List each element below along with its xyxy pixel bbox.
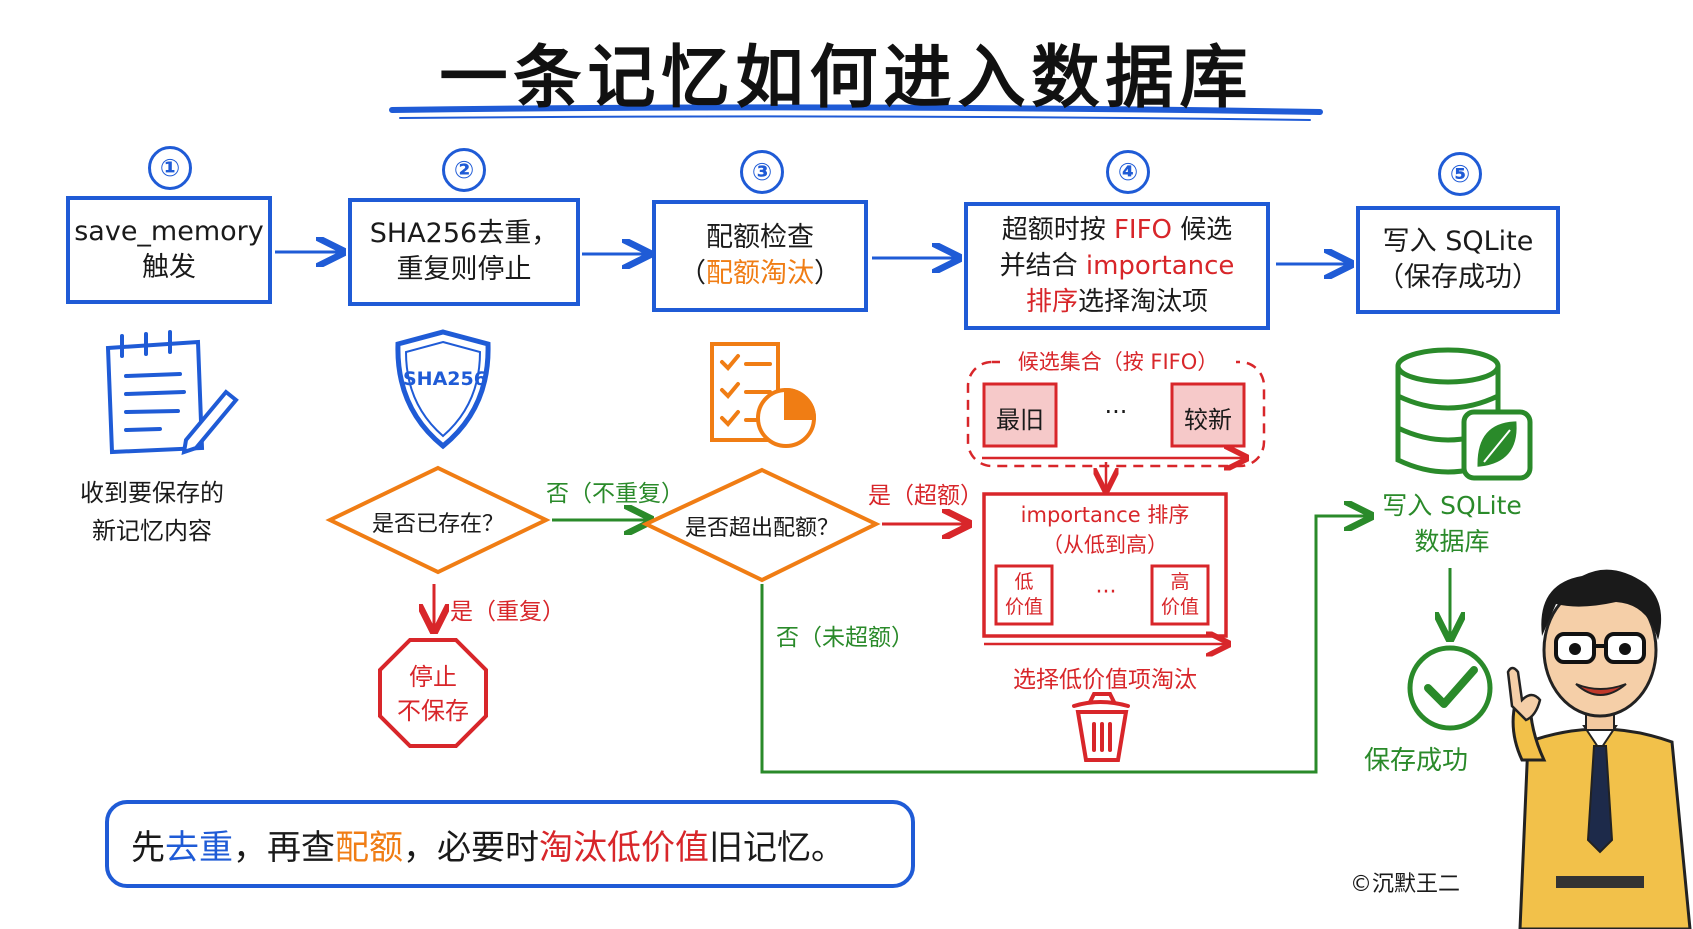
evict-label: 选择低价值项淘汰 <box>1013 667 1197 693</box>
step-4-importance: importance <box>1085 251 1235 281</box>
step-2-line2: 重复则停止 <box>396 254 532 285</box>
step-number-1: ① <box>148 146 192 190</box>
decision-quota-diamond <box>641 467 881 583</box>
step-4-fifo: FIFO <box>1113 215 1173 245</box>
low-value-box <box>994 564 1054 626</box>
db-caption: 写入 SQLite 数据库 <box>1374 488 1530 560</box>
ranking-title-line2: （从低到高） <box>1042 533 1168 557</box>
stop-sign-text: 停止 不保存 <box>380 660 486 728</box>
decision-exists-diamond <box>325 465 551 575</box>
step-4-sort: 排序 <box>1025 287 1078 317</box>
summary-dedupe: 去重 <box>165 827 233 868</box>
step-4-line2-prefix: 并结合 <box>999 251 1086 281</box>
trash-icon <box>1072 692 1130 762</box>
receive-caption-line1: 收到要保存的 <box>80 479 224 507</box>
label-duplicate: 是（重复） <box>450 599 565 625</box>
document-pen-icon <box>105 330 239 455</box>
ranking-title-line1: importance 排序 <box>1020 503 1190 527</box>
arrow-under-quota <box>760 516 1368 774</box>
step-3-paren-close: ） <box>814 258 841 289</box>
checklist-pie-icon <box>710 342 817 448</box>
low-value-label: 低 价值 <box>996 570 1052 620</box>
candidate-newest-label: 较新 <box>1184 406 1232 434</box>
step-box-eviction: 超额时按 FIFO 候选 并结合 importance 排序选择淘汰项 <box>964 202 1270 330</box>
shield-icon <box>395 329 491 450</box>
low-value-line1: 低 <box>1014 571 1034 593</box>
step-box-quota-check: 配额检查 （配额淘汰） <box>652 200 868 312</box>
step-number-3: ③ <box>740 150 784 194</box>
success-label: 保存成功 <box>1364 746 1469 776</box>
person-illustration <box>1506 569 1692 929</box>
step-5-line1: 写入 SQLite <box>1382 226 1534 257</box>
step-5-line2: （保存成功） <box>1377 262 1539 293</box>
db-caption-line1: 写入 SQLite <box>1382 491 1522 520</box>
stop-line2: 不保存 <box>397 697 469 725</box>
step-2-line1: SHA256去重， <box>369 218 559 249</box>
summary-box: 先去重，再查配额，必要时淘汰低价值旧记忆。 <box>105 800 915 888</box>
high-value-line2: 价值 <box>1160 596 1199 618</box>
candidate-oldest-label: 最旧 <box>996 406 1044 434</box>
step-3-quota-evict: 配额淘汰 <box>706 258 814 289</box>
label-under-quota: 否（未超额） <box>776 625 914 651</box>
credit-text: ©沉默王二 <box>1350 872 1461 897</box>
high-value-label: 高 价值 <box>1152 570 1208 620</box>
title-underline <box>389 104 1323 115</box>
step-1-line1: save_memory <box>74 216 264 247</box>
label-over-quota: 是（超额） <box>868 483 983 509</box>
step-number-5: ⑤ <box>1438 152 1482 196</box>
summary-evict: 淘汰低价值 <box>539 827 709 868</box>
high-value-box <box>1150 564 1210 626</box>
step-box-write-sqlite: 写入 SQLite （保存成功） <box>1356 206 1560 314</box>
low-value-line2: 价值 <box>1004 596 1043 618</box>
receive-caption: 收到要保存的 新记忆内容 <box>72 474 232 550</box>
step-box-save-memory: save_memory 触发 <box>66 196 272 304</box>
step-1-line2: 触发 <box>142 252 196 283</box>
decision-exists-text: 是否已存在？ <box>371 512 504 537</box>
summary-part-3: ，再查 <box>233 827 335 868</box>
stop-octagon <box>378 638 488 748</box>
candidate-ellipsis: ··· <box>1104 398 1128 426</box>
step-4-line3-suffix: 选择淘汰项 <box>1078 287 1209 317</box>
summary-part-7: 旧记忆。 <box>709 827 845 868</box>
step-number-2: ② <box>442 148 486 192</box>
candidates-title: 候选集合（按 FIFO） <box>1000 346 1236 376</box>
candidate-oldest-box <box>982 382 1058 448</box>
ranking-ellipsis: ··· <box>1095 580 1117 605</box>
summary-quota: 配额 <box>335 827 403 868</box>
summary-part-1: 先 <box>131 827 165 868</box>
ranking-title: importance 排序 （从低到高） <box>984 500 1226 560</box>
summary-part-5: ，必要时 <box>403 827 539 868</box>
stop-line1: 停止 <box>409 663 457 691</box>
step-box-dedupe: SHA256去重， 重复则停止 <box>348 198 580 306</box>
label-not-duplicate: 否（不重复） <box>546 481 684 507</box>
candidate-newest-box <box>1170 382 1246 448</box>
database-leaf-icon <box>1395 347 1533 481</box>
page-title: 一条记忆如何进入数据库 <box>439 39 1254 118</box>
check-circle-icon <box>1407 645 1493 731</box>
step-number-4: ④ <box>1106 150 1150 194</box>
step-4-line1-prefix: 超额时按 <box>1001 215 1114 245</box>
step-3-line1: 配额检查 <box>706 222 814 253</box>
db-caption-line2: 数据库 <box>1414 527 1490 556</box>
step-4-line1-suffix: 候选 <box>1172 215 1233 245</box>
shield-label: SHA256 <box>403 368 487 390</box>
receive-caption-line2: 新记忆内容 <box>92 517 212 545</box>
decision-quota-text: 是否超出配额？ <box>684 516 839 541</box>
high-value-line1: 高 <box>1170 571 1190 593</box>
step-3-paren-open: （ <box>679 258 706 289</box>
